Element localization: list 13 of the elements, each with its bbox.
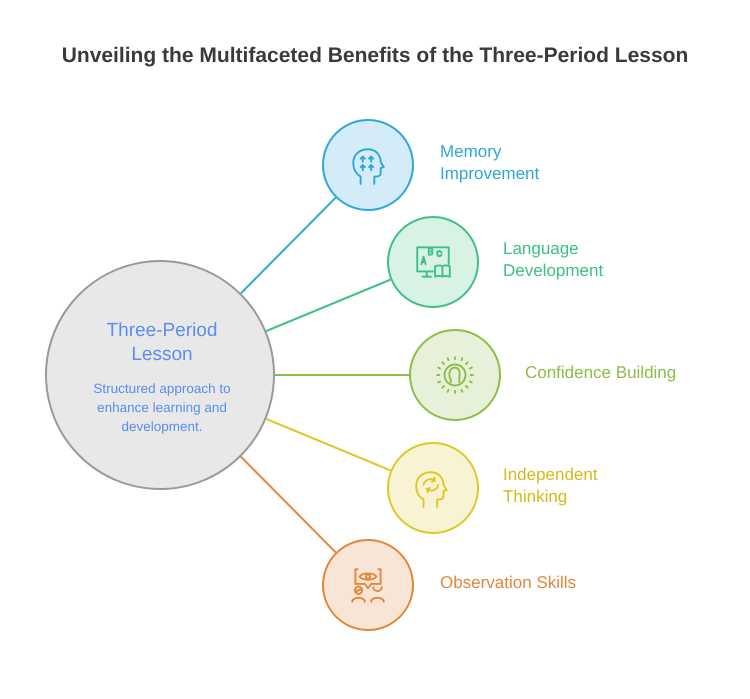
benefit-label: Language Development [503, 238, 604, 282]
node-description: Structured approach to enhance learning and development. [92, 380, 232, 436]
benefit-label: Confidence Building [525, 362, 678, 384]
diagram-title: Unveiling the Multifaceted Benefits of the Three-Period Lesson [60, 44, 690, 68]
connector-line [275, 374, 409, 376]
connector-line [266, 418, 391, 472]
connector-line [240, 196, 336, 294]
benefit-label: Independent Thinking [503, 464, 599, 508]
node-title: Three-Period Lesson [106, 319, 218, 367]
connector-line [240, 456, 336, 554]
benefit-label: Memory Improvement [440, 141, 540, 185]
benefit-label: Observation Skills [440, 572, 578, 594]
connector-line [266, 278, 391, 332]
